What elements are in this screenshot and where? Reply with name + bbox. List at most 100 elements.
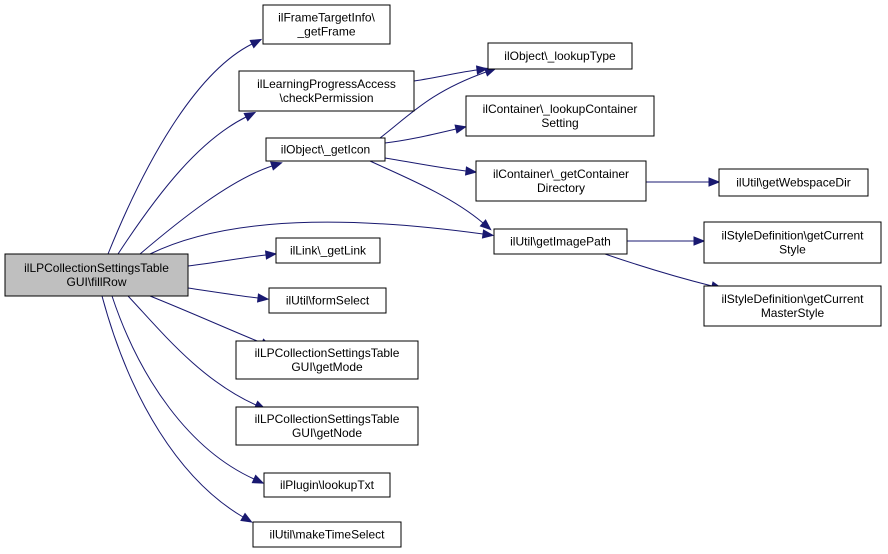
- node-label-line: ilLPCollectionSettingsTable: [255, 346, 400, 360]
- node-label-line: \checkPermission: [279, 91, 373, 105]
- node-box: [718, 168, 869, 197]
- edge-line: [384, 157, 467, 172]
- edge-imagePath-to-currentStyle: [627, 236, 706, 246]
- edge-line: [127, 295, 257, 406]
- node-box: [252, 521, 402, 548]
- arrowhead: [693, 236, 706, 246]
- node-box: [475, 160, 647, 202]
- edge-root-to-getIcon: [139, 161, 283, 255]
- node-box: [703, 221, 882, 264]
- node-label-line: Style: [779, 243, 806, 257]
- edge-root-to-formSelect: [187, 287, 270, 303]
- edge-line: [187, 287, 259, 299]
- node-label-line: ilLearningProgressAccess: [257, 77, 396, 91]
- arrowhead: [481, 229, 495, 239]
- edge-root-to-imagePath: [149, 221, 495, 255]
- edge-line: [604, 253, 713, 287]
- node-box: [262, 4, 391, 45]
- edge-line: [101, 295, 244, 518]
- node-box: [263, 472, 391, 498]
- node-label-line: ilObject\_lookupType: [504, 49, 616, 63]
- node-label-line: GUI\fillRow: [66, 275, 126, 289]
- node-webspaceDir[interactable]: ilUtil\getWebspaceDir: [718, 168, 869, 197]
- edge-lpAccess-to-lookupType: [413, 65, 489, 82]
- arrowhead: [464, 166, 478, 176]
- node-box: [235, 340, 419, 380]
- node-lookupType[interactable]: ilObject\_lookupType: [487, 42, 633, 70]
- edge-getIcon-to-lookupType: [379, 67, 497, 139]
- edge-line: [107, 43, 253, 255]
- edge-line: [149, 295, 263, 344]
- node-box: [275, 237, 381, 264]
- edge-line: [187, 254, 267, 267]
- node-frameTarget[interactable]: ilFrameTargetInfo\_getFrame: [262, 4, 391, 45]
- node-getIcon[interactable]: ilObject\_getIcon: [265, 137, 386, 162]
- arrowhead: [270, 161, 283, 171]
- edge-line: [149, 221, 484, 255]
- node-label-line: ilUtil\getWebspaceDir: [736, 176, 851, 190]
- node-label-line: ilContainer\_getContainer: [493, 167, 629, 181]
- edge-containerDir-to-webspaceDir: [646, 177, 721, 187]
- edge-line: [369, 160, 484, 224]
- arrowhead: [243, 111, 257, 122]
- node-box: [465, 95, 655, 137]
- edge-root-to-makeTimeSelect: [101, 295, 253, 523]
- node-box: [235, 406, 419, 446]
- node-box: [703, 285, 882, 327]
- arrowhead: [249, 38, 263, 49]
- node-label-line: ilUtil\formSelect: [286, 294, 370, 308]
- nodes-layer: ilLPCollectionSettingsTableGUI\fillRowil…: [4, 4, 882, 548]
- arrowhead: [708, 177, 721, 187]
- node-label-line: GUI\getNode: [292, 426, 362, 440]
- node-label-line: GUI\getMode: [291, 360, 363, 374]
- edge-root-to-lpAccess: [117, 111, 257, 255]
- edge-root-to-lookupTxt: [111, 295, 265, 484]
- node-label-line: MasterStyle: [761, 306, 825, 320]
- node-box: [493, 228, 628, 255]
- node-label-line: Setting: [541, 116, 578, 130]
- edge-line: [139, 165, 273, 255]
- arrowhead: [240, 512, 253, 523]
- arrowhead: [475, 65, 489, 75]
- node-lpAccess[interactable]: ilLearningProgressAccess\checkPermission: [238, 70, 415, 112]
- edges-layer: [101, 38, 724, 523]
- node-label-line: ilFrameTargetInfo\: [278, 11, 375, 25]
- node-box: [238, 70, 415, 112]
- node-label-line: _getFrame: [296, 25, 355, 39]
- node-formSelect[interactable]: ilUtil\formSelect: [268, 287, 387, 314]
- arrowhead: [479, 219, 492, 231]
- node-label-line: ilLink\_getLink: [290, 244, 367, 258]
- edge-line: [379, 71, 487, 139]
- arrowhead: [256, 293, 270, 303]
- node-label-line: ilPlugin\lookupTxt: [280, 478, 375, 492]
- node-label-line: ilUtil\getImagePath: [510, 235, 611, 249]
- node-label-line: ilStyleDefinition\getCurrent: [721, 292, 864, 306]
- edge-root-to-frameTarget: [107, 38, 263, 255]
- node-imagePath[interactable]: ilUtil\getImagePath: [493, 228, 628, 255]
- arrowhead: [264, 250, 278, 260]
- edge-getIcon-to-lookupContainer: [384, 124, 468, 144]
- edge-line: [111, 295, 255, 480]
- edge-line: [384, 128, 457, 144]
- node-lookupTxt[interactable]: ilPlugin\lookupTxt: [263, 472, 391, 498]
- node-makeTimeSelect[interactable]: ilUtil\makeTimeSelect: [252, 521, 402, 548]
- edge-root-to-getLink: [187, 250, 278, 267]
- edge-getIcon-to-containerDir: [384, 157, 478, 176]
- node-label-line: ilObject\_getIcon: [281, 143, 370, 157]
- node-getLink[interactable]: ilLink\_getLink: [275, 237, 381, 264]
- node-label-line: ilContainer\_lookupContainer: [483, 102, 638, 116]
- edge-line: [117, 116, 247, 255]
- node-box: [265, 137, 386, 162]
- node-label-line: Directory: [537, 181, 585, 195]
- node-label-line: ilUtil\makeTimeSelect: [270, 528, 386, 542]
- root-node-box: [4, 253, 189, 297]
- arrowhead: [251, 474, 265, 484]
